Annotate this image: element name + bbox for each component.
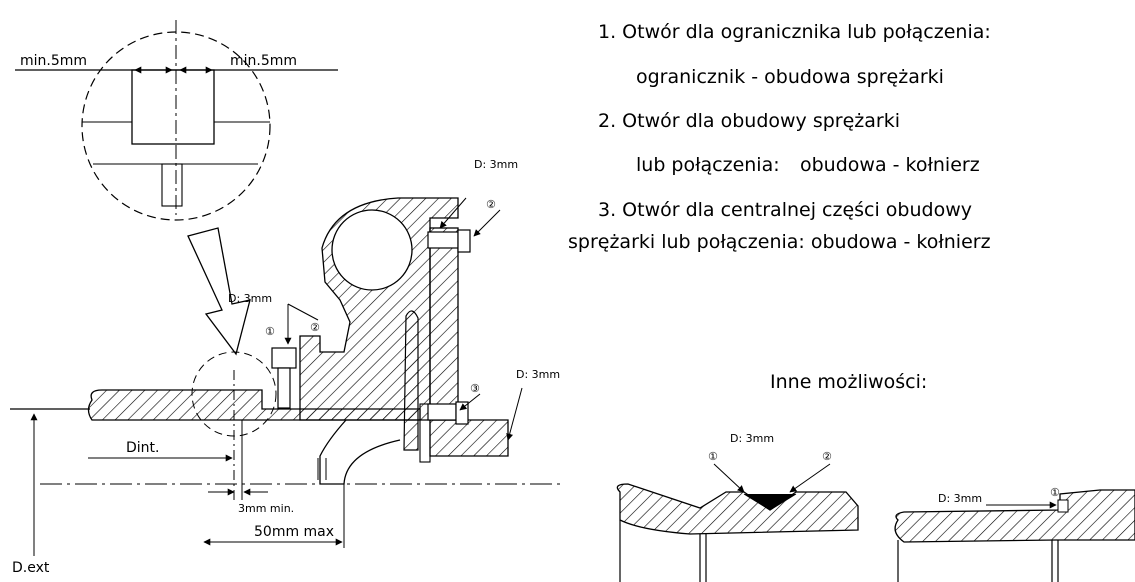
d3mm-label-2: D: 3mm: [474, 158, 518, 171]
dext-label: D.ext: [12, 560, 50, 576]
item2-line1: 2. Otwór dla obudowy sprężarki: [598, 110, 900, 132]
callout-1: ①: [265, 325, 275, 338]
item1-line1: 1. Otwór dla ogranicznika lub połączenia…: [598, 21, 991, 43]
alt1-callout-1: ①: [708, 450, 718, 463]
detail-view: min.5mm min.5mm: [15, 20, 338, 221]
item1-line2: ogranicznik - obudowa sprężarki: [636, 66, 944, 88]
min5mm-left-label: min.5mm: [20, 53, 87, 69]
alt1-callout-2: ②: [822, 450, 832, 463]
item3-line2: sprężarki lub połączenia: obudowa - kołn…: [568, 231, 991, 253]
instructions: 1. Otwór dla ogranicznika lub połączenia…: [568, 21, 991, 253]
min5mm-right-label: min.5mm: [230, 53, 297, 69]
callout-3: ③: [470, 382, 480, 395]
hollow-arrow-icon: [187, 227, 251, 356]
min3mm-label: 3mm min.: [238, 502, 294, 515]
alt2-callout-1: ①: [1050, 486, 1060, 499]
item2-line2b: obudowa - kołnierz: [800, 154, 980, 176]
d3mm-label-1: D: 3mm: [228, 292, 272, 305]
alternatives: Inne możliwości: D: 3mm ① ② D: 3mm ①: [616, 371, 1135, 582]
alternatives-title: Inne możliwości:: [770, 371, 927, 393]
alt2-d3mm-label: D: 3mm: [938, 492, 982, 505]
item2-line2a: lub połączenia:: [636, 154, 780, 176]
max50mm-label: 50mm max: [254, 524, 334, 540]
alt1-d3mm-label: D: 3mm: [730, 432, 774, 445]
main-section: D: 3mm ① ② D: 3mm ② D: 3mm ③ Dint. D.ext…: [10, 158, 560, 576]
dint-label: Dint.: [126, 440, 159, 456]
callout-2: ②: [310, 321, 320, 334]
d3mm-label-3: D: 3mm: [516, 368, 560, 381]
item3-line1: 3. Otwór dla centralnej części obudowy: [598, 199, 972, 221]
callout-2b: ②: [486, 198, 496, 211]
